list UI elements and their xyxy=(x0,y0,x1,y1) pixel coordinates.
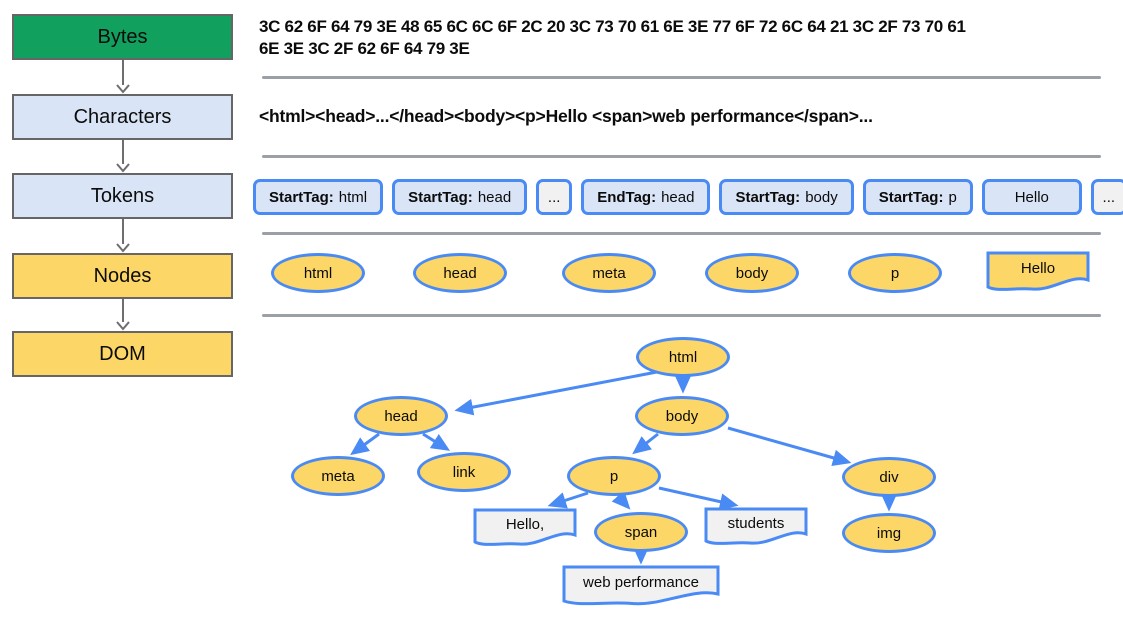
token-type: EndTag: xyxy=(597,188,657,206)
token-starttag-html: StartTag:html xyxy=(253,179,384,215)
token-endtag-head: EndTag:head xyxy=(581,179,711,215)
token-value: body xyxy=(805,188,838,206)
edge-body-div xyxy=(727,426,852,466)
node-ellipse-meta: meta xyxy=(562,253,656,293)
token-hello: Hello xyxy=(981,179,1082,215)
node-label: img xyxy=(876,524,902,542)
node-label: head xyxy=(443,264,477,282)
stage-label-tokens: Tokens xyxy=(90,184,155,207)
node-label: html xyxy=(303,264,333,282)
dom-node-img: img xyxy=(842,513,936,553)
node-doc-hello: Hello xyxy=(986,251,1090,293)
tokens-row: StartTag:html StartTag:head ... EndTag:h… xyxy=(253,179,1123,215)
row-divider xyxy=(262,232,1101,235)
node-label: meta xyxy=(321,467,355,485)
dom-text-students: students xyxy=(704,507,808,547)
token-starttag-body: StartTag:body xyxy=(719,179,854,215)
token-value: p xyxy=(948,188,957,206)
token-value: head xyxy=(477,188,512,206)
token-ellipsis: ... xyxy=(536,179,573,215)
node-label: span xyxy=(624,523,658,541)
node-label: meta xyxy=(592,264,626,282)
edge-p-hello xyxy=(547,491,589,509)
dom-node-body: body xyxy=(635,396,729,436)
down-arrow-icon xyxy=(116,140,130,173)
node-label: body xyxy=(665,407,699,425)
edge-p-span xyxy=(611,490,631,510)
stage-label-dom: DOM xyxy=(99,342,146,365)
node-label: div xyxy=(879,468,899,486)
edge-head-meta xyxy=(350,432,380,456)
dom-node-html: html xyxy=(636,337,730,377)
edge-body-p xyxy=(632,432,659,455)
stage-label-characters: Characters xyxy=(73,105,172,128)
dom-node-link: link xyxy=(417,452,511,492)
row-divider xyxy=(262,314,1101,317)
document-shape-icon xyxy=(473,508,577,548)
token-ellipsis: ... xyxy=(1090,179,1123,215)
stage-box-nodes: Nodes xyxy=(12,253,233,299)
down-arrow-icon xyxy=(116,299,130,331)
down-arrow-icon xyxy=(116,60,130,94)
row-divider xyxy=(262,76,1101,79)
node-label: body xyxy=(735,264,769,282)
token-value: Hello xyxy=(1014,188,1049,206)
node-label: link xyxy=(452,463,476,481)
stage-box-tokens: Tokens xyxy=(12,173,233,219)
node-label: html xyxy=(668,348,698,366)
dom-node-meta: meta xyxy=(291,456,385,496)
document-shape-icon xyxy=(562,565,720,607)
token-type: StartTag: xyxy=(408,188,473,206)
node-label: p xyxy=(609,467,619,485)
bytes-hex-line-2: 6E 3E 3C 2F 62 6F 64 79 3E xyxy=(259,39,470,58)
node-ellipse-head: head xyxy=(413,253,507,293)
down-arrow-icon xyxy=(116,219,130,253)
characters-string: <html><head>...</head><body><p>Hello <sp… xyxy=(259,106,873,126)
node-ellipse-body: body xyxy=(705,253,799,293)
dom-node-span: span xyxy=(594,512,688,552)
node-label: Hello, xyxy=(505,515,545,533)
node-ellipse-p: p xyxy=(848,253,942,293)
edge-html-head xyxy=(454,369,663,416)
node-label: web performance xyxy=(583,573,699,591)
stage-box-bytes: Bytes xyxy=(12,14,233,60)
dom-node-head: head xyxy=(354,396,448,436)
bytes-hex-line-1: 3C 62 6F 64 79 3E 48 65 6C 6C 6F 2C 20 3… xyxy=(259,17,966,36)
token-value: ... xyxy=(547,188,561,206)
token-type: StartTag: xyxy=(735,188,801,206)
stage-box-characters: Characters xyxy=(12,94,233,140)
token-value: head xyxy=(661,188,695,206)
token-starttag-head: StartTag:head xyxy=(392,179,528,215)
bytes-hex-text: 3C 62 6F 64 79 3E 48 65 6C 6C 6F 2C 20 3… xyxy=(259,16,1079,60)
token-value: html xyxy=(338,188,368,206)
node-label: head xyxy=(384,407,418,425)
token-type: StartTag: xyxy=(878,188,944,206)
dom-node-div: div xyxy=(842,457,936,497)
dom-node-p: p xyxy=(567,456,661,496)
document-shape-icon xyxy=(986,251,1090,293)
document-shape-icon xyxy=(704,507,808,547)
row-divider xyxy=(262,155,1101,158)
edge-p-students xyxy=(658,486,739,510)
node-label: students xyxy=(727,514,785,532)
dom-text-web-performance: web performance xyxy=(562,565,720,607)
token-value: ... xyxy=(1102,188,1116,206)
node-ellipse-html: html xyxy=(271,253,365,293)
stage-label-nodes: Nodes xyxy=(93,264,152,287)
node-label: p xyxy=(890,264,900,282)
token-type: StartTag: xyxy=(269,188,334,206)
node-label: Hello xyxy=(1020,259,1056,277)
stage-label-bytes: Bytes xyxy=(97,25,148,48)
dom-text-hello: Hello, xyxy=(473,508,577,548)
token-starttag-p: StartTag:p xyxy=(862,179,973,215)
stage-box-dom: DOM xyxy=(12,331,233,377)
edge-head-link xyxy=(422,432,451,451)
